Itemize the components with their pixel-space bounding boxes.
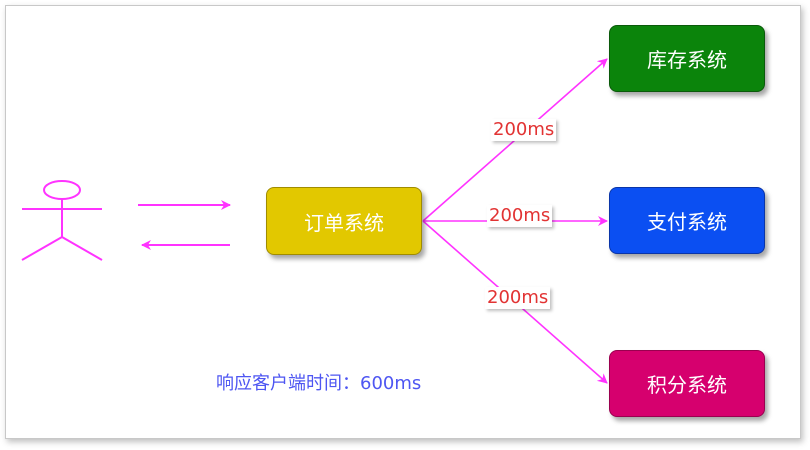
node-order-label: 订单系统 (304, 210, 384, 235)
node-payment-label: 支付系统 (647, 210, 727, 234)
edge-label-points: 200ms (485, 287, 551, 309)
node-inventory-label: 库存系统 (647, 48, 727, 72)
node-points-system: 积分系统 (609, 350, 765, 417)
node-payment-system: 支付系统 (609, 187, 765, 254)
node-points-label: 积分系统 (647, 373, 727, 397)
node-inventory-system: 库存系统 (609, 25, 765, 92)
actor-icon (21, 180, 103, 261)
node-order-system: 订单系统 (266, 187, 422, 255)
edge-label-inventory: 200ms (491, 119, 557, 141)
edge-label-payment: 200ms (487, 205, 553, 227)
response-time-note: 响应客户端时间：600ms (216, 373, 422, 394)
